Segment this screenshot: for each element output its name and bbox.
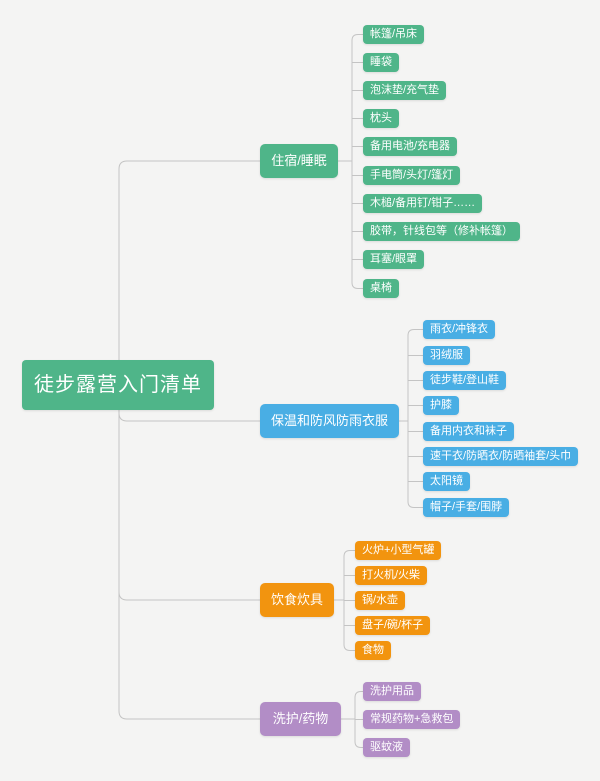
topic-stove-gas[interactable]: 火炉+小型气罐 — [355, 541, 442, 560]
branch-cooking[interactable]: 饮食炊具 — [260, 583, 334, 617]
branch-cooking-connector — [330, 550, 355, 651]
topic-tape-sewing-kit[interactable]: 胶带，针线包等（修补帐篷） — [363, 222, 520, 241]
topic-medicine-firstaid[interactable]: 常规药物+急救包 — [363, 710, 461, 729]
topic-mallet-stakes[interactable]: 木槌/备用钉/钳子…… — [363, 194, 483, 213]
topic-down-jacket[interactable]: 羽绒服 — [423, 346, 470, 365]
topic-hiking-boots[interactable]: 徒步鞋/登山鞋 — [423, 371, 507, 390]
branch-clothing-connector — [394, 329, 423, 508]
topic-pillow[interactable]: 枕头 — [363, 109, 399, 128]
topic-sunglasses[interactable]: 太阳镜 — [423, 472, 470, 491]
topic-pot-kettle[interactable]: 锅/水壶 — [355, 591, 406, 610]
branch-toiletry[interactable]: 洗护/药物 — [260, 702, 341, 736]
topic-hat-gloves-scarf[interactable]: 帽子/手套/围脖 — [423, 498, 510, 517]
branch-clothing[interactable]: 保温和防风防雨衣服 — [260, 404, 399, 438]
topic-foam-air-pad[interactable]: 泡沫垫/充气垫 — [363, 81, 447, 100]
topic-earplugs-eyemask[interactable]: 耳塞/眼罩 — [363, 250, 425, 269]
topic-toiletries[interactable]: 洗护用品 — [363, 682, 421, 701]
branch-accommodation-connector — [336, 34, 363, 289]
branch-accommodation[interactable]: 住宿/睡眠 — [260, 144, 338, 178]
topic-quickdry-clothes[interactable]: 速干衣/防晒衣/防晒袖套/头巾 — [423, 447, 579, 466]
topic-sleeping-bag[interactable]: 睡袋 — [363, 53, 399, 72]
topic-lighter-matches[interactable]: 打火机/火柴 — [355, 566, 428, 585]
trunk-connector — [118, 160, 260, 720]
topic-flashlight[interactable]: 手电筒/头灯/篷灯 — [363, 166, 461, 185]
topic-table-chairs[interactable]: 桌椅 — [363, 279, 399, 298]
root-node[interactable]: 徒步露营入门清单 — [22, 360, 214, 410]
topic-spare-underwear[interactable]: 备用内衣和袜子 — [423, 422, 514, 441]
topic-raincoat-shell[interactable]: 雨衣/冲锋衣 — [423, 320, 496, 339]
topic-food[interactable]: 食物 — [355, 641, 391, 660]
topic-knee-pads[interactable]: 护膝 — [423, 396, 459, 415]
topic-spare-battery[interactable]: 备用电池/充电器 — [363, 137, 458, 156]
topic-tent-hammock[interactable]: 帐篷/吊床 — [363, 25, 425, 44]
topic-mosquito-repellent[interactable]: 驱蚊液 — [363, 738, 410, 757]
topic-plates-bowls[interactable]: 盘子/碗/杯子 — [355, 616, 431, 635]
